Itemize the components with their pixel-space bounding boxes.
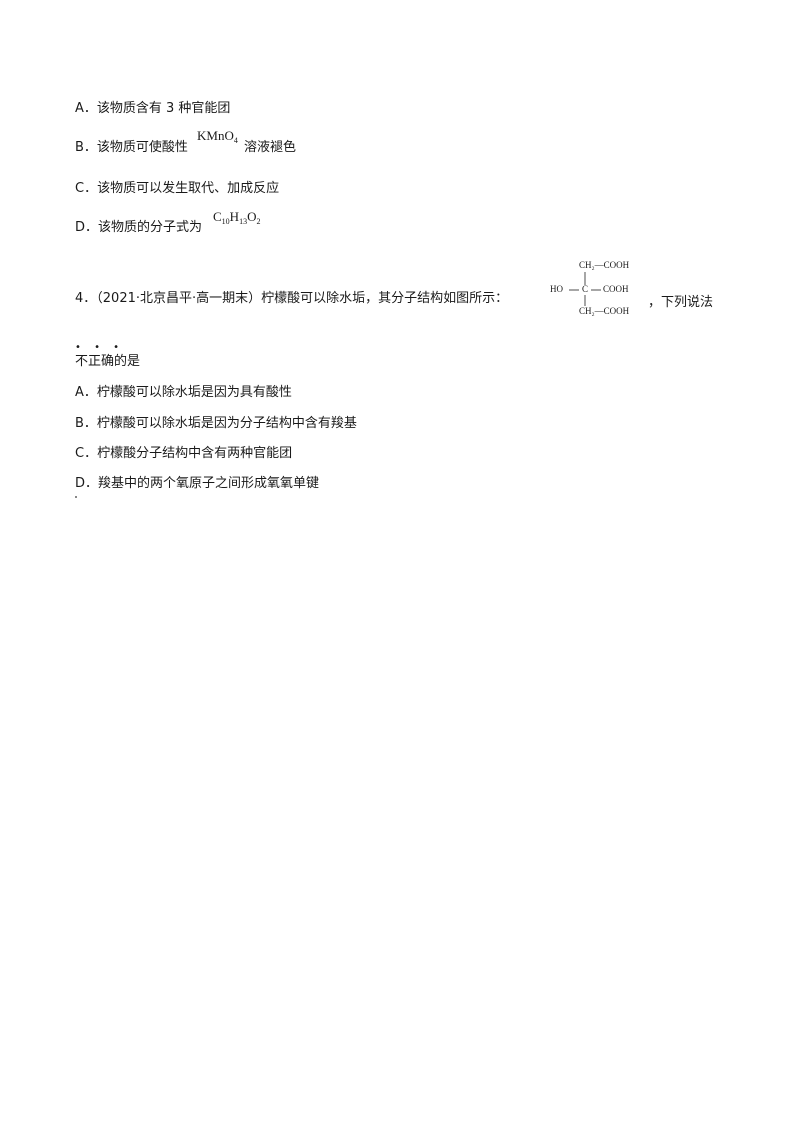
- q3-option-a: A．该物质含有 3 种官能团: [75, 101, 231, 116]
- q4-emphasis: 不正确的是: [75, 354, 141, 369]
- citric-acid-structure: CH₂—COOH HO C COOH CH₂—COOH: [548, 258, 652, 318]
- q3-option-b-text: B．该物质可使酸性: [75, 140, 188, 155]
- q3-option-b-end: 溶液褪色: [244, 140, 297, 155]
- kmno4-formula: KMnO4: [197, 128, 238, 145]
- structure-top: CH₂—COOH: [579, 260, 630, 270]
- q4-option-c: C．柠檬酸分子结构中含有两种官能团: [75, 446, 293, 461]
- emphasis-dots: • • •: [75, 342, 125, 353]
- q3-option-c: C．该物质可以发生取代、加成反应: [75, 181, 280, 196]
- q4-option-a: A．柠檬酸可以除水垢是因为具有酸性: [75, 385, 292, 400]
- q4-stem: 4．（2021·北京昌平·高一期末）柠檬酸可以除水垢，其分子结构如图所示：: [75, 291, 509, 306]
- q4-stem-tail: ，下列说法: [648, 295, 714, 310]
- structure-bonds: [569, 272, 601, 306]
- q3-option-b: B．该物质可使酸性: [75, 140, 188, 156]
- structure-left: HO: [550, 284, 563, 294]
- structure-right: COOH: [603, 284, 629, 294]
- structure-bottom: CH₂—COOH: [579, 306, 630, 316]
- structure-center: C: [582, 284, 589, 294]
- q4-option-b: B．柠檬酸可以除水垢是因为分子结构中含有羧基: [75, 416, 357, 431]
- stray-mark: [75, 496, 77, 498]
- molecular-formula: C10H13O2: [213, 209, 261, 226]
- q3-option-d: D．该物质的分子式为: [75, 220, 203, 235]
- q4-option-d: D．羧基中的两个氧原子之间形成氧氧单键: [75, 476, 320, 491]
